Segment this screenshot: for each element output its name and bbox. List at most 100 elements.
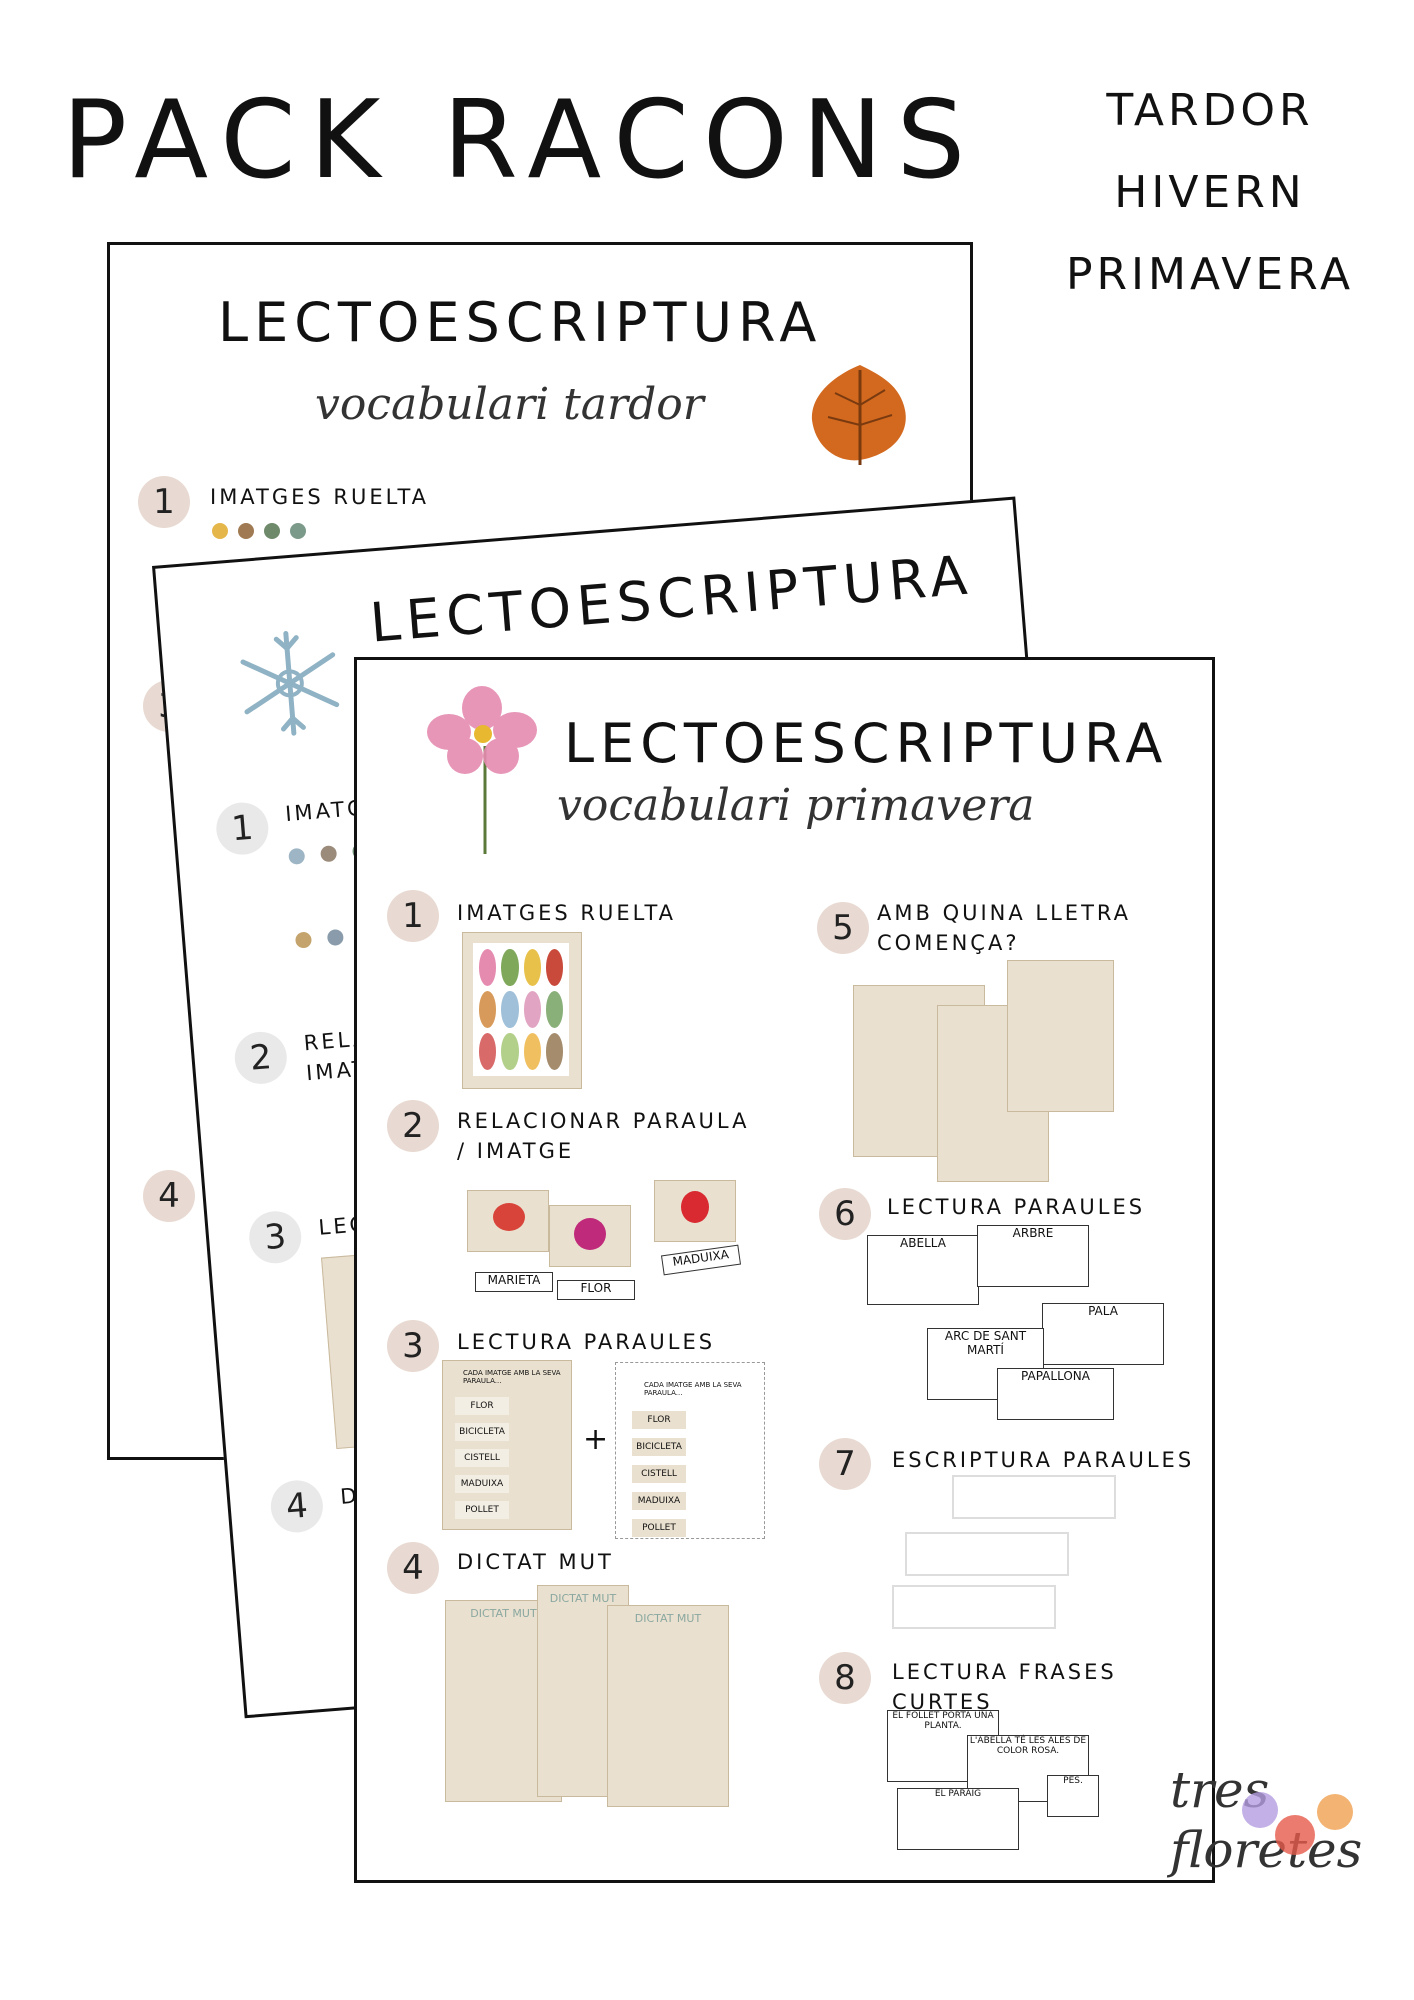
- dictat-card-3: DICTAT MUT: [607, 1605, 729, 1807]
- reading-word: CISTELL: [455, 1449, 509, 1467]
- word-marieta: MARIETA: [475, 1272, 553, 1292]
- sentence-text: L'ABELLA TÉ LES ALES DE COLOR ROSA.: [969, 1736, 1087, 1756]
- snowflake-icon: [240, 630, 340, 736]
- reading-word: FLOR: [455, 1397, 509, 1415]
- spring-number-1: 1: [387, 890, 439, 942]
- spring-number-6: 6: [819, 1188, 871, 1240]
- season-autumn: TARDOR: [1106, 85, 1314, 136]
- sprout-icon: [501, 1033, 519, 1070]
- sun-icon: [523, 1033, 541, 1070]
- sun-icon: [212, 523, 228, 539]
- flower-icon: [427, 686, 537, 854]
- spring-label-4: DICTAT MUT: [457, 1550, 614, 1574]
- write-row-2: [905, 1532, 1069, 1576]
- word-card-label: PAPALLONA: [1021, 1369, 1090, 1383]
- reading-word: MADUIXA: [632, 1492, 686, 1510]
- spring-number-5: 5: [817, 902, 869, 954]
- spring-ruelta-card: [462, 932, 582, 1089]
- winter-number-4: 4: [268, 1478, 325, 1535]
- spring-label-5: AMB QUINA LLETRA COMENÇA?: [877, 901, 1132, 955]
- spring-label-3: LECTURA PARAULES: [457, 1330, 716, 1354]
- dictat-title: DICTAT MUT: [634, 1612, 702, 1625]
- spring-number-7: 7: [819, 1438, 871, 1490]
- sentence-text: EL PARAIG: [934, 1789, 982, 1799]
- strawberry-icon: [681, 1191, 709, 1223]
- sentence-text: EL FOLLET PORTA UNA PLANTA.: [892, 1711, 994, 1731]
- sentence-text: PES.: [1063, 1776, 1083, 1786]
- reading-word: BICICLETA: [455, 1423, 509, 1441]
- relate-card-strawberry: [654, 1180, 736, 1242]
- spring-label-7: ESCRIPTURA PARAULES: [892, 1448, 1195, 1472]
- sheet-autumn-subtitle: vocabulari tardor: [315, 379, 704, 430]
- bird-icon: [479, 991, 497, 1028]
- sentence-card-3: EL PARAIG: [897, 1788, 1019, 1850]
- word-card-arbre: ARBRE: [977, 1225, 1089, 1287]
- relate-card-ladybug: [467, 1190, 549, 1252]
- autumn-section-number: 1: [138, 476, 190, 528]
- page-title: PACK RACONS: [62, 78, 980, 203]
- dictat-title: DICTAT MUT: [549, 1592, 617, 1605]
- snowman-icon: [326, 928, 344, 947]
- reading-word: POLLET: [455, 1501, 509, 1519]
- ladybug-icon: [545, 949, 563, 986]
- word-card-label: PALA: [1088, 1304, 1118, 1318]
- brand-flowers-icon: [1242, 1792, 1353, 1855]
- spring-label-2: RELACIONAR PARAULA / IMATGE: [457, 1109, 750, 1163]
- reading-words-1: FLOR BICICLETA CISTELL MADUIXA POLLET: [455, 1397, 509, 1519]
- basket-icon: [545, 1033, 563, 1070]
- leaf-icon: [501, 949, 519, 986]
- brand-line-2: floretes: [1170, 1821, 1363, 1879]
- word-card-label: ARC DE SANT MARTÍ: [944, 1329, 1027, 1357]
- autumn-icon-row: [212, 523, 306, 539]
- bee-icon: [523, 949, 541, 986]
- spring-label-8: LECTURA FRASES CURTES: [892, 1660, 1117, 1714]
- reading-header-1: CADA IMATGE AMB LA SEVA PARAULA...: [463, 1369, 561, 1385]
- plant-icon: [545, 991, 563, 1028]
- spring-number-4: 4: [387, 1542, 439, 1594]
- reading-word: POLLET: [632, 1519, 686, 1537]
- reading-word: MADUIXA: [455, 1475, 509, 1493]
- word-maduixa: MADUIXA: [660, 1244, 742, 1276]
- reading-header-2: CADA IMATGE AMB LA SEVA PARAULA...: [644, 1381, 742, 1397]
- jacket-icon: [290, 523, 306, 539]
- season-list: TARDOR HIVERN PRIMAVERA: [1060, 70, 1360, 316]
- word-card-papallona: PAPALLONA: [997, 1368, 1114, 1420]
- spring-label-6: LECTURA PARAULES: [887, 1195, 1146, 1219]
- butterfly-icon: [523, 991, 541, 1028]
- word-card-abella: ABELLA: [867, 1235, 979, 1305]
- season-winter: HIVERN: [1114, 167, 1306, 218]
- sheet-spring-title: LECTOESCRIPTURA: [564, 712, 1169, 775]
- write-row-3: [892, 1585, 1056, 1629]
- word-card-label: ARBRE: [1012, 1226, 1054, 1240]
- sheet-winter-title: LECTOESCRIPTURA: [367, 543, 976, 655]
- word-card-pala: PALA: [1042, 1303, 1164, 1365]
- reading-word: CISTELL: [632, 1465, 686, 1483]
- dictat-title: DICTAT MUT: [470, 1607, 537, 1620]
- autumn-leaf-icon: [811, 365, 906, 465]
- sled-icon: [294, 931, 313, 949]
- sheet-spring: LECTOESCRIPTURA vocabulari primavera 1 I…: [354, 657, 1215, 1883]
- boots-icon: [264, 523, 280, 539]
- word-card-label: ABELLA: [900, 1236, 946, 1250]
- spring-number-2: 2: [387, 1100, 439, 1152]
- cloud-icon: [288, 847, 306, 865]
- word-flor: FLOR: [557, 1280, 635, 1300]
- autumn-left-number-b: 4: [143, 1170, 195, 1222]
- write-row-1: [952, 1475, 1116, 1519]
- winter-number-1: 1: [214, 800, 271, 857]
- autumn-section-label: IMATGES RUELTA: [210, 485, 430, 509]
- winter-number-2: 2: [232, 1029, 289, 1086]
- ruelta-grid: [473, 943, 569, 1076]
- spring-number-8: 8: [819, 1652, 871, 1704]
- flower-icon: [574, 1218, 606, 1250]
- flower-icon: [479, 949, 497, 986]
- relate-card-flower: [549, 1205, 631, 1267]
- sentence-card-4: PES.: [1047, 1775, 1099, 1817]
- strawberry-icon: [479, 1033, 497, 1070]
- reading-word: FLOR: [632, 1411, 686, 1429]
- sheet-spring-subtitle: vocabulari primavera: [557, 780, 1035, 831]
- spring-number-3: 3: [387, 1320, 439, 1372]
- spring-label-1: IMATGES RUELTA: [457, 901, 677, 925]
- umbrella-icon: [501, 991, 519, 1028]
- mitten-icon: [320, 845, 338, 863]
